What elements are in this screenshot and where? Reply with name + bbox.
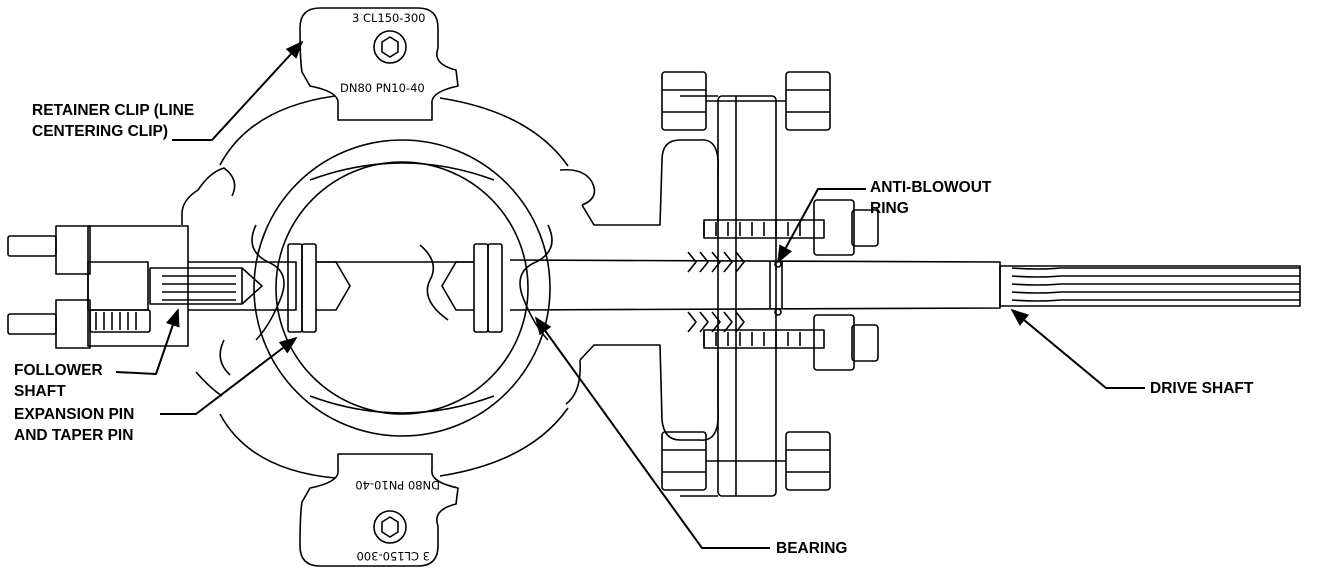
lower-clip-size-stamp: DN80 PN10-40 xyxy=(355,478,440,492)
label-anti-blowout-line-1: ANTI-BLOWOUT xyxy=(870,179,992,196)
valve-body xyxy=(181,95,719,479)
leader-bearing xyxy=(534,316,770,549)
lower-clip-class-stamp: 3 CL150-300 xyxy=(357,549,430,563)
label-drive-shaft-line-1: DRIVE SHAFT xyxy=(1150,380,1254,397)
upper-clip-size-stamp: DN80 PN10-40 xyxy=(340,81,425,95)
label-drive-shaft: DRIVE SHAFT xyxy=(1150,378,1253,399)
label-anti-blowout-ring: ANTI-BLOWOUT RING xyxy=(870,177,991,219)
label-bearing-line-1: BEARING xyxy=(776,540,848,557)
leader-lines xyxy=(115,40,1145,549)
leader-expansion-pin xyxy=(160,336,298,415)
leader-anti-blowout xyxy=(777,188,866,264)
label-follower-shaft-line-2: SHAFT xyxy=(14,383,66,400)
leader-retainer-clip xyxy=(172,40,304,141)
label-retainer-clip-line-1: RETAINER CLIP (LINE xyxy=(32,102,195,119)
drive-shaft-body xyxy=(509,259,1301,311)
label-retainer-clip: RETAINER CLIP (LINE CENTERING CLIP) xyxy=(32,100,194,142)
label-retainer-clip-line-2: CENTERING CLIP) xyxy=(32,123,169,140)
label-bearing: BEARING xyxy=(776,538,847,559)
disc-pin-hubs xyxy=(287,243,503,333)
label-anti-blowout-line-2: RING xyxy=(870,200,909,217)
follower-shaft-body xyxy=(7,225,297,349)
label-expansion-pin-line-2: AND TAPER PIN xyxy=(14,427,134,444)
packing-flange xyxy=(661,71,879,497)
lower-retainer-clip: DN80 PN10-40 3 CL150-300 xyxy=(299,453,459,567)
leader-drive-shaft xyxy=(1010,308,1145,389)
label-expansion-pin-line-1: EXPANSION PIN xyxy=(14,406,135,423)
upper-clip-class-stamp: 3 CL150-300 xyxy=(352,11,425,25)
upper-retainer-clip: 3 CL150-300 DN80 PN10-40 xyxy=(299,7,459,121)
leader-follower-shaft xyxy=(115,308,180,375)
label-follower-shaft: FOLLOWER SHAFT xyxy=(14,360,103,402)
label-follower-shaft-line-1: FOLLOWER xyxy=(14,362,103,379)
label-expansion-pin: EXPANSION PIN AND TAPER PIN xyxy=(14,404,134,446)
